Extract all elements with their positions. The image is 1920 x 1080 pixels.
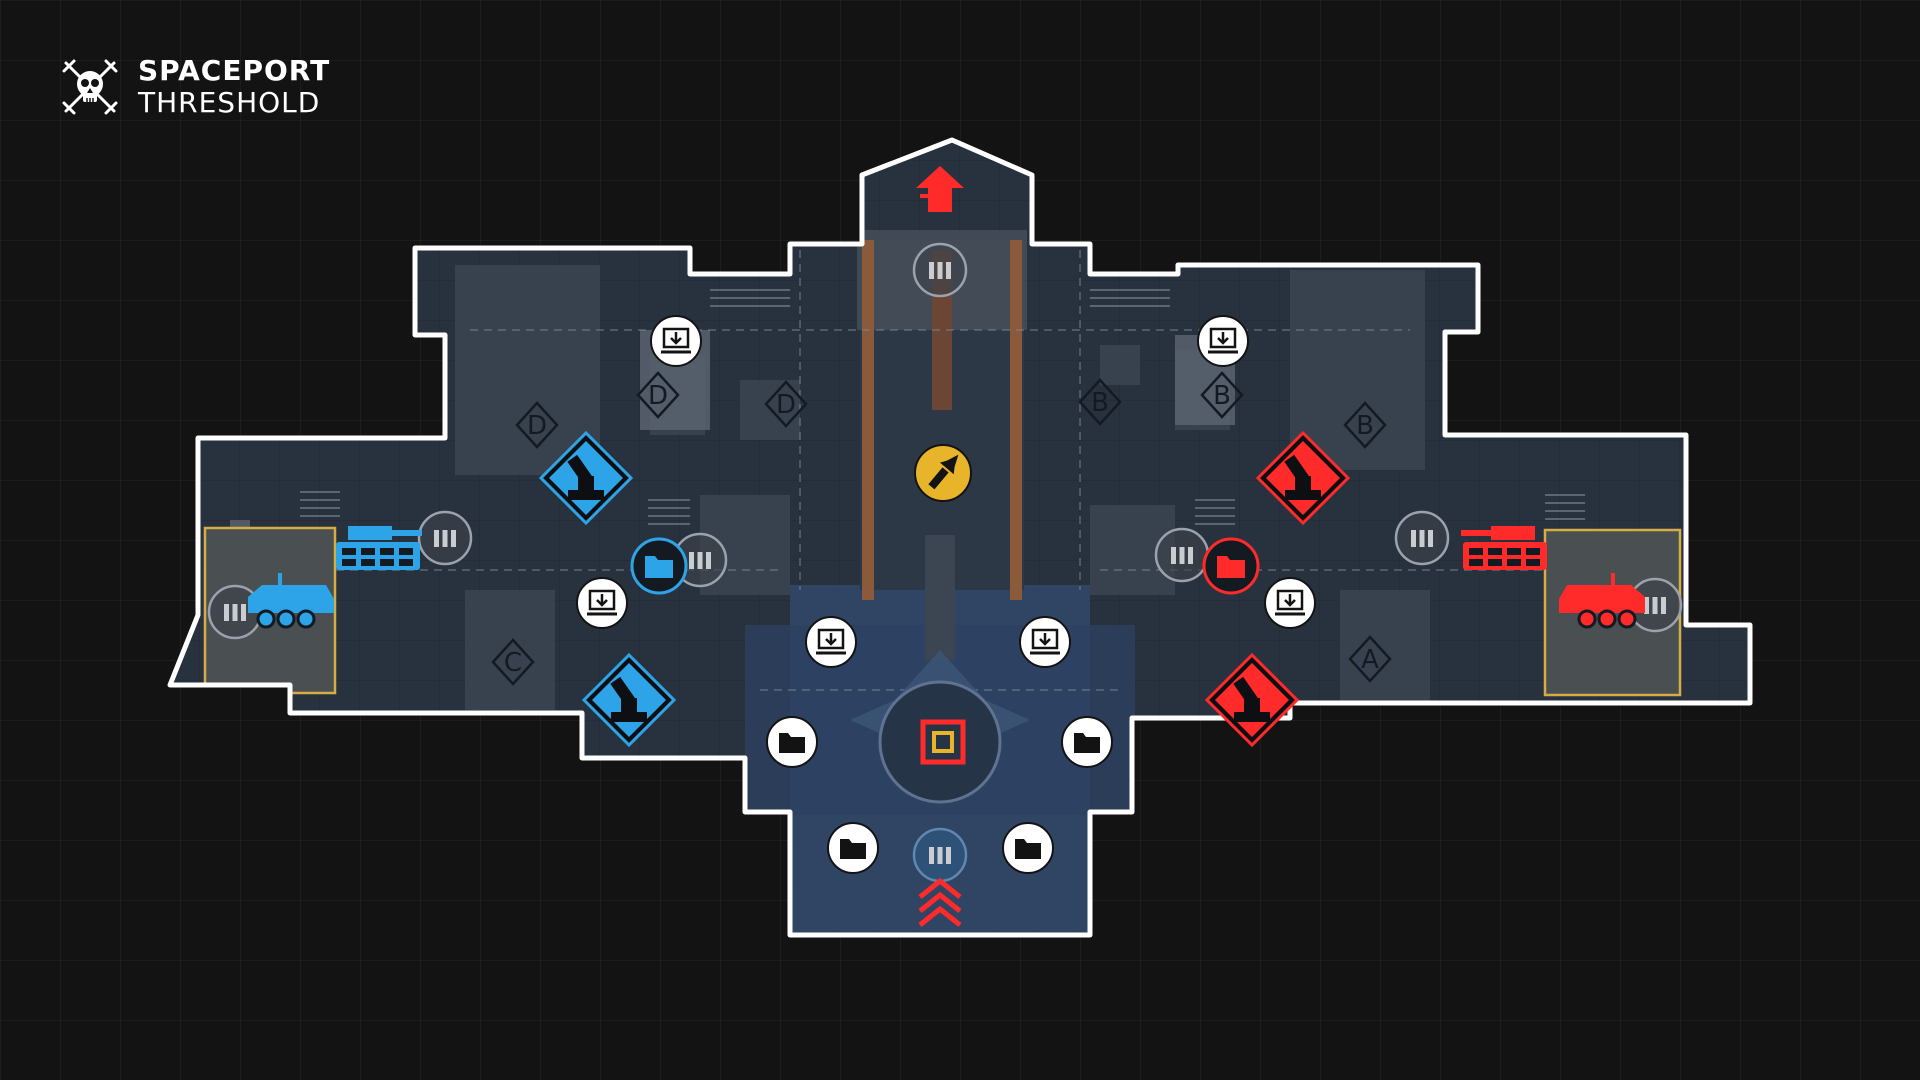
folder-icon (827, 822, 879, 874)
zone-marker-b: B (1078, 378, 1122, 426)
zone-marker-b: B (1200, 371, 1244, 419)
zone-marker-b: B (1343, 401, 1387, 449)
ammo-icon (912, 242, 968, 298)
ammo-icon (1154, 527, 1210, 583)
red-apc-icon (1559, 573, 1645, 629)
zone-label: D (648, 381, 668, 411)
download-terminals (576, 315, 1316, 668)
map-outline (167, 137, 1753, 938)
zone-label: B (1356, 411, 1374, 441)
map-title-block: SPACEPORT THRESHOLD (60, 54, 331, 120)
skull-crossed-weapons-icon (62, 59, 118, 115)
zone-marker-d: D (764, 380, 808, 428)
ammo-icon (1394, 510, 1450, 566)
zone-label: B (1213, 381, 1231, 411)
download-terminal-icon (1197, 315, 1249, 367)
zone-marker-c: C (491, 638, 535, 686)
zone-marker-d: D (515, 401, 559, 449)
blue-turret-icon (581, 652, 677, 748)
zone-markers: D D D B B B C A (491, 371, 1392, 686)
map-name-line1: SPACEPORT (138, 54, 331, 87)
blue-apc-icon (248, 573, 334, 629)
zone-label: C (504, 648, 522, 678)
folder-icon (1061, 716, 1113, 768)
download-terminal-icon (576, 577, 628, 629)
red-tank-icon (1461, 526, 1547, 570)
red-turret-icon (1204, 652, 1300, 748)
folder-pickups (766, 716, 1113, 874)
objective-icon (920, 719, 966, 765)
zone-marker-a: A (1348, 635, 1392, 683)
ammo-icon (912, 827, 968, 883)
download-terminal-icon (805, 616, 857, 668)
download-terminal-icon (650, 315, 702, 367)
zone-marker-d: D (636, 371, 680, 419)
zone-label: A (1361, 645, 1379, 675)
folder-icon (1002, 822, 1054, 874)
map-name-line2: THRESHOLD (138, 86, 321, 120)
ammo-caches (207, 242, 1683, 883)
folder-icon (766, 716, 818, 768)
blue-intel-folder-icon (630, 537, 688, 595)
zone-label: B (1091, 388, 1109, 418)
download-terminal-icon (1264, 577, 1316, 629)
torch-icon (914, 444, 972, 502)
blue-turret-icon (538, 430, 634, 526)
zone-label: D (776, 390, 796, 420)
spawn-arrow-icon (918, 877, 962, 927)
zone-label: D (527, 411, 547, 441)
ammo-icon (672, 532, 728, 588)
ammo-icon (417, 510, 473, 566)
red-turret-icon (1255, 430, 1351, 526)
blue-tank-icon (336, 526, 422, 570)
red-intel-folder-icon (1202, 537, 1260, 595)
spawn-arrow-icon (916, 166, 964, 212)
download-terminal-icon (1019, 616, 1071, 668)
